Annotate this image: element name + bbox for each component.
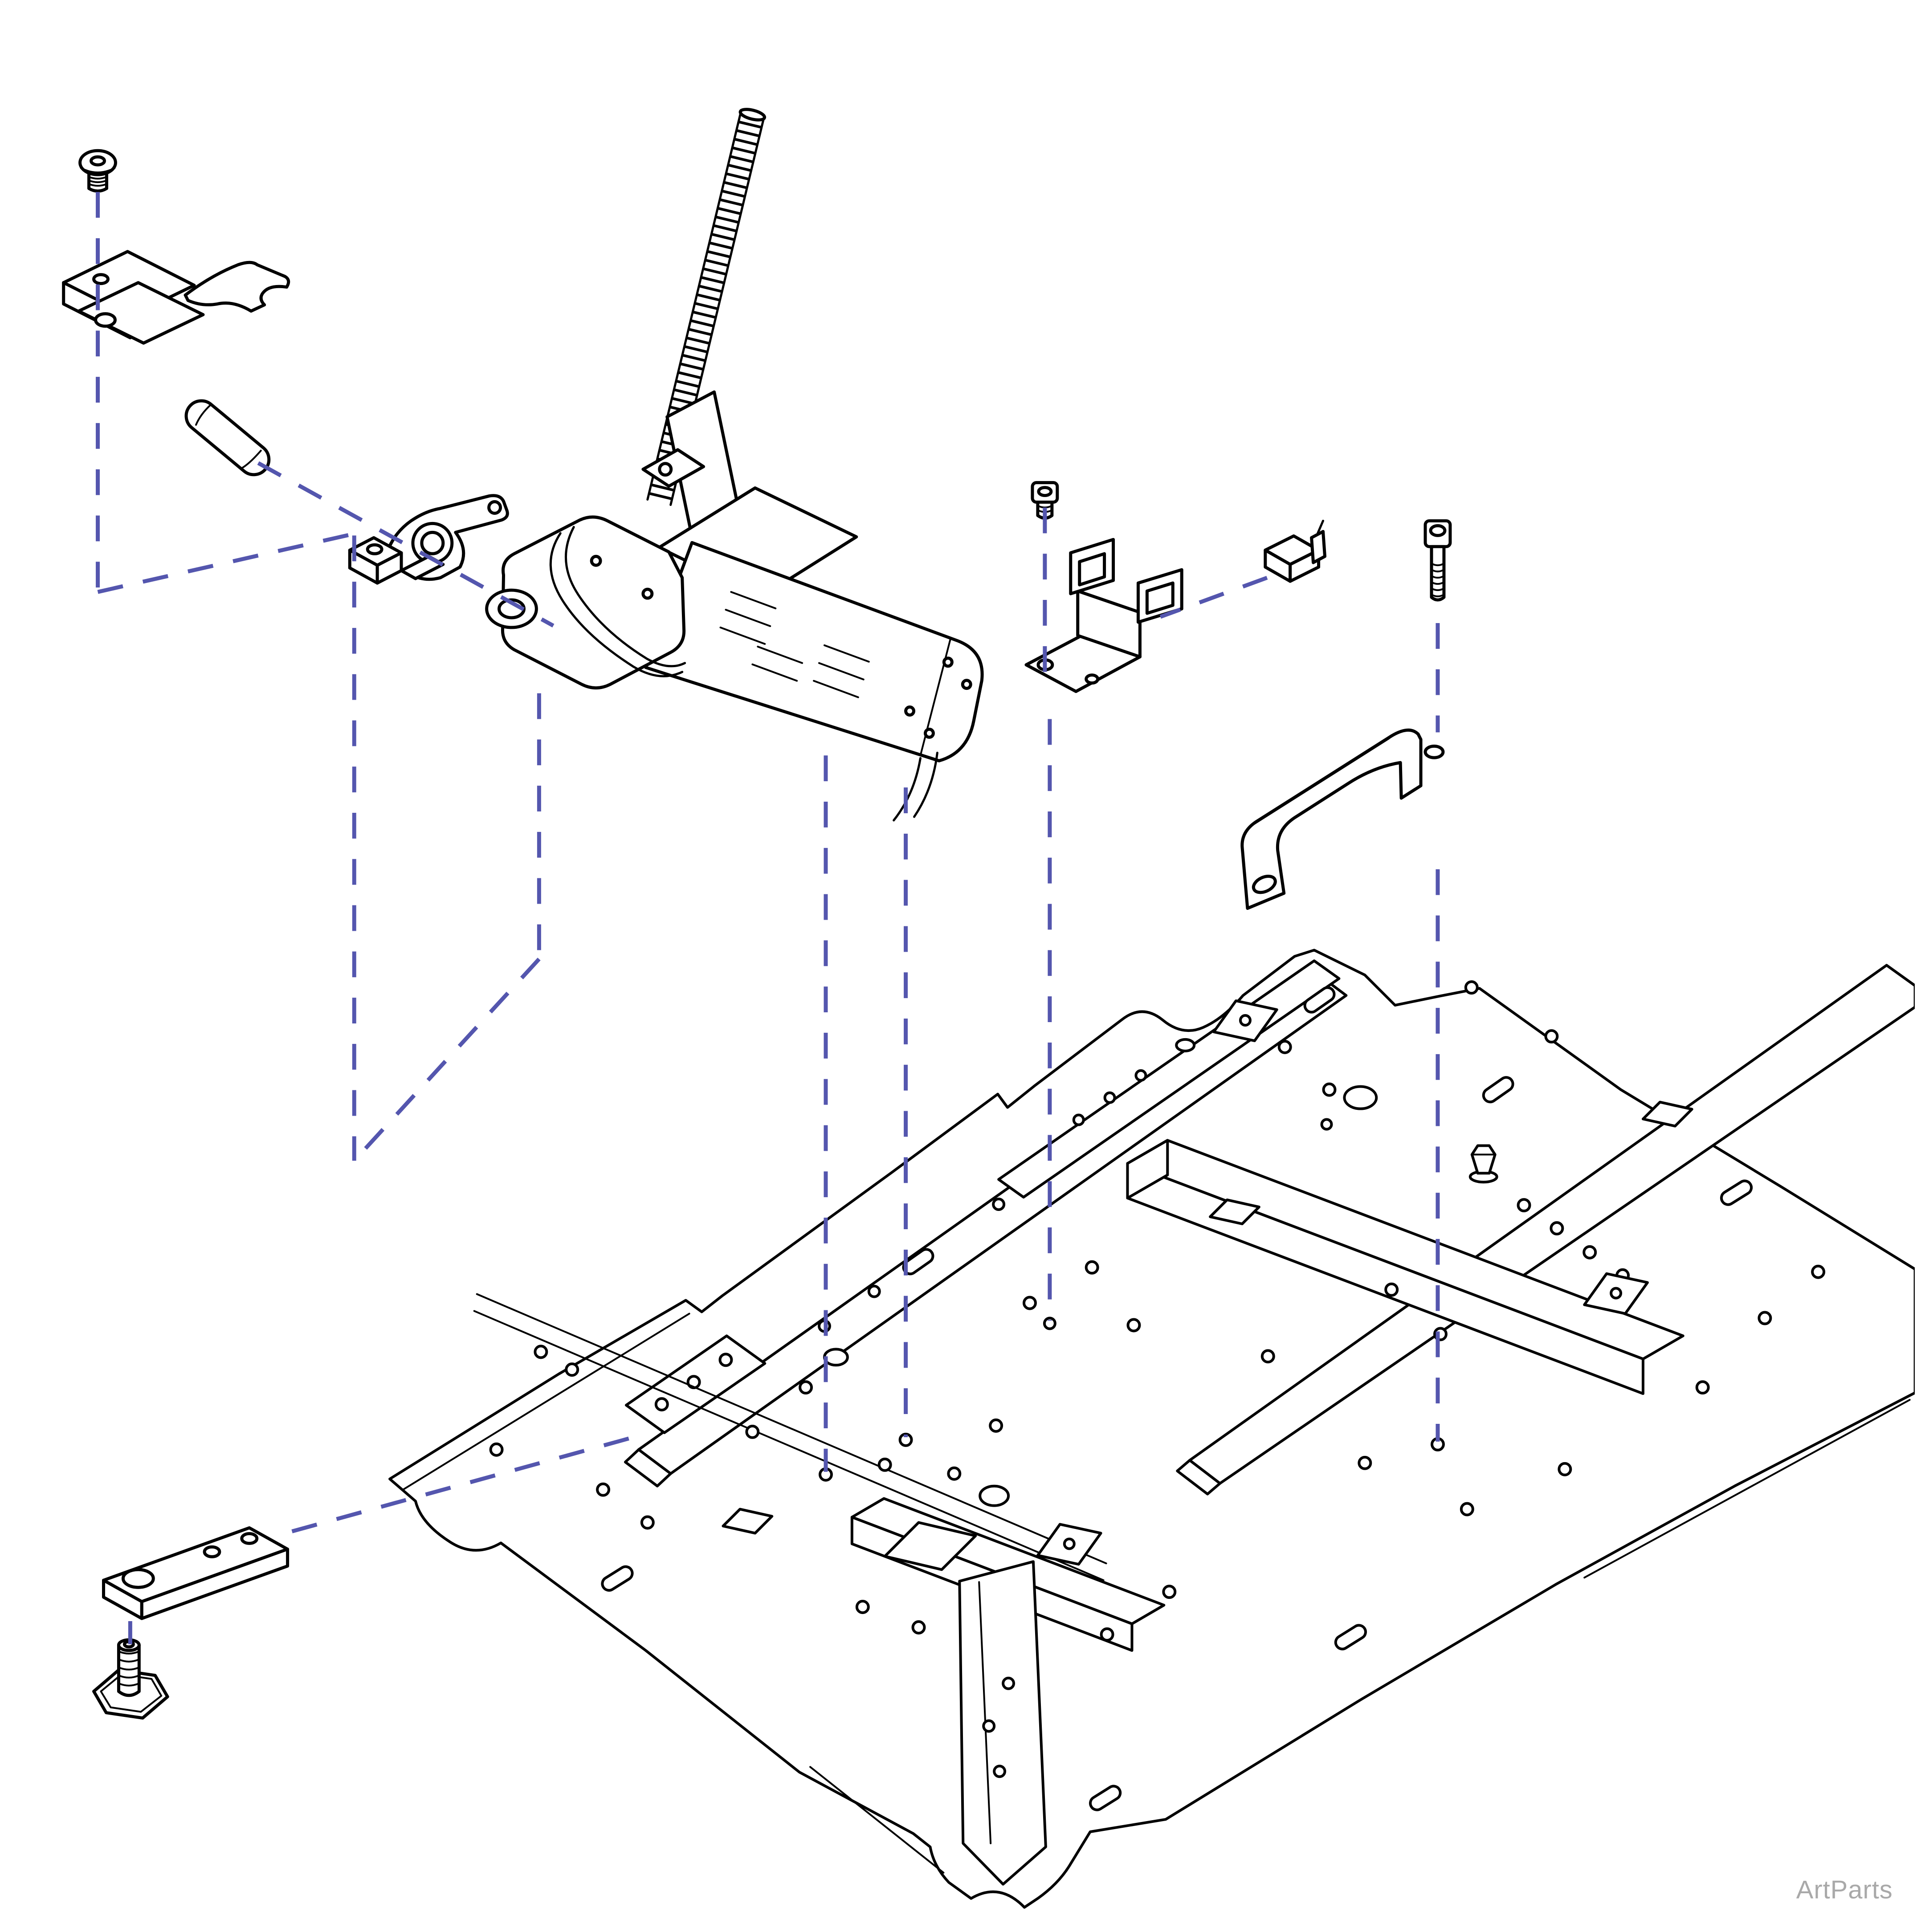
assembly-line [1159,575,1268,619]
frame-pads [1036,999,1649,1566]
part-socket-head-screw [1031,481,1059,520]
watermark: ArtParts [1796,1876,1893,1904]
part-seat-base-frame [388,949,1915,1909]
gearbox [485,515,686,690]
frame-front-gusset [958,1560,1047,1886]
motor-wires [892,751,938,822]
part-actuator-motor [485,108,984,822]
frame-square-cutouts [722,1101,1693,1571]
part-spacer-bar [102,1526,289,1620]
assembly-line [97,532,353,594]
frame-pan [388,949,1915,1909]
frame-holes [489,980,1825,1642]
frame-brace [476,1293,1107,1565]
part-clevis-pin [184,399,270,477]
frame-right-track [1175,964,1915,1496]
part-socket-cap-bolt [1423,519,1452,602]
hex-bolt-on-rail [1468,1144,1498,1184]
hook-arm [184,261,290,313]
assembly-line [291,1434,637,1533]
assembly-line [257,461,555,628]
part-slide-clip [1263,519,1326,583]
part-grab-handle [1240,728,1445,910]
part-button-head-screw [78,149,117,193]
part-threaded-stud-plate [92,1638,169,1720]
frame-slots [601,986,1753,1811]
frame-crossbeam [1126,1139,1685,1395]
part-pivot-lever [348,494,509,585]
motor-body [644,541,984,822]
handle-bolt-hole [1423,744,1445,759]
assembly-lines [95,192,1440,1644]
assembly-line [352,958,541,1162]
part-latch-striker-bracket [1024,538,1183,693]
